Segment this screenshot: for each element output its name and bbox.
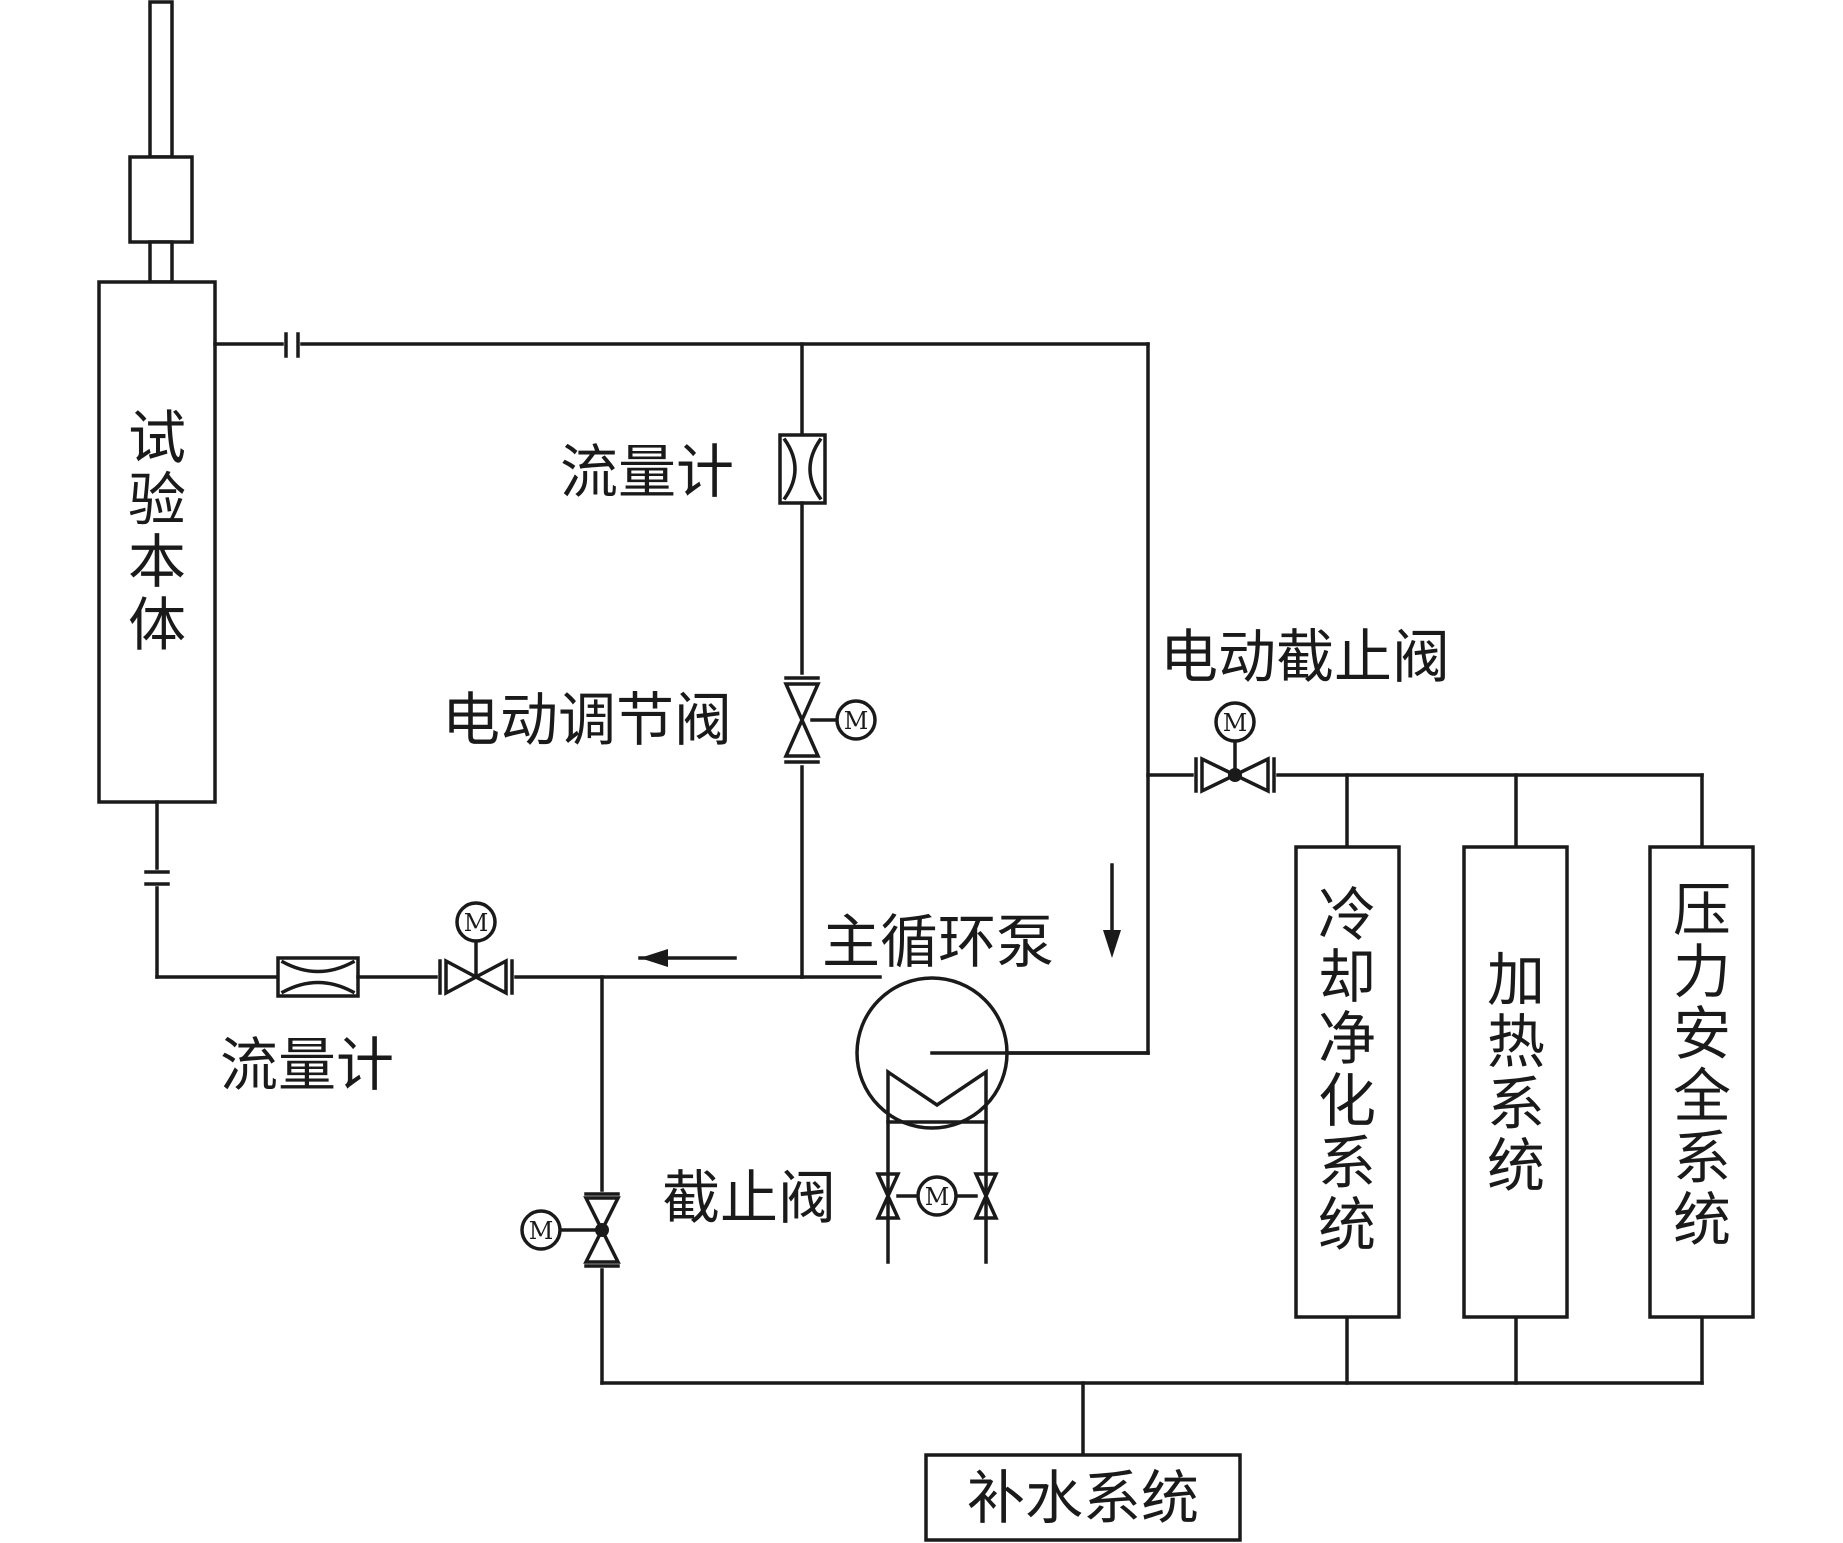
regulating-valve-motor (835, 699, 877, 741)
test-body-char-2: 验 (128, 466, 186, 534)
regulating-valve-motor-mark: M (844, 707, 869, 735)
test-body-char-1: 试 (128, 404, 186, 472)
bottom-left-valve-motor (455, 901, 497, 943)
test-body-head (128, 155, 194, 244)
svg-text:统: 统 (1487, 1132, 1545, 1200)
stop-valve-right-symbol (973, 1172, 999, 1220)
label-flowmeter-top: 流量计 (560, 438, 734, 506)
svg-text:系: 系 (1318, 1129, 1376, 1197)
makeup-valve-motor-mark: M (529, 1217, 554, 1245)
cooling-system-box: 冷 却 净 化 系 统 (1294, 845, 1401, 1319)
heating-system-box: 加 热 系 统 (1462, 845, 1569, 1319)
stop-valve-motor-mark: M (925, 1183, 950, 1211)
regulating-valve-symbol (783, 682, 821, 758)
svg-text:冷: 冷 (1318, 881, 1376, 949)
label-main-pump: 主循环泵 (822, 908, 1054, 976)
svg-text:热: 热 (1487, 1008, 1545, 1076)
motor-stop-valve-motor-mark: M (1223, 709, 1248, 737)
svg-text:系: 系 (1487, 1070, 1545, 1138)
label-flowmeter-bottom: 流量计 (220, 1031, 394, 1099)
flowmeter-bottom-symbol (280, 959, 356, 995)
label-stop-valve: 截止阀 (662, 1164, 836, 1232)
bypass-branch: M (778, 342, 877, 979)
motor-stop-valve-symbol (1200, 756, 1270, 794)
main-pump: M (855, 863, 1150, 1264)
svg-text:安: 安 (1673, 1000, 1731, 1068)
bottom-left-valve-symbol (444, 958, 508, 996)
svg-text:力: 力 (1673, 938, 1731, 1006)
flowmeter-top-symbol (782, 437, 823, 501)
stop-valve-left-symbol (875, 1172, 901, 1220)
svg-text:加: 加 (1487, 946, 1545, 1014)
test-body-char-3: 本 (128, 528, 186, 596)
svg-text:却: 却 (1318, 943, 1376, 1011)
test-body-char-4: 体 (128, 591, 186, 659)
stop-valve-motor (916, 1175, 958, 1217)
svg-text:净: 净 (1318, 1005, 1376, 1073)
test-body-rod (148, 0, 174, 159)
svg-text:补水系统: 补水系统 (967, 1464, 1199, 1532)
test-body: 试 验 本 体 (97, 0, 217, 804)
pressure-safety-system-box: 压 力 安 全 系 统 (1648, 845, 1755, 1319)
test-body-neck (148, 240, 174, 284)
motor-stop-valve-motor (1214, 701, 1256, 743)
lower-pipe: M (144, 800, 882, 998)
makeup-valve-symbol (583, 1196, 621, 1264)
bottom-left-valve-motor-mark: M (464, 909, 489, 937)
svg-text:压: 压 (1673, 876, 1731, 944)
svg-text:统: 统 (1673, 1186, 1731, 1254)
svg-text:系: 系 (1673, 1124, 1731, 1192)
test-body-vessel (97, 280, 217, 804)
right-branch: M (1146, 701, 1704, 1385)
makeup-valve-motor (520, 1209, 562, 1251)
label-motor-regulating-valve: 电动调节阀 (442, 686, 732, 754)
svg-text:统: 统 (1318, 1191, 1376, 1259)
makeup-branch: M (520, 975, 1704, 1457)
pump-impeller-symbol (886, 1068, 988, 1124)
label-motor-stop-valve: 电动截止阀 (1160, 623, 1450, 691)
makeup-system-box: 补水系统 (924, 1453, 1242, 1542)
svg-text:化: 化 (1318, 1067, 1376, 1135)
svg-text:全: 全 (1673, 1062, 1731, 1130)
